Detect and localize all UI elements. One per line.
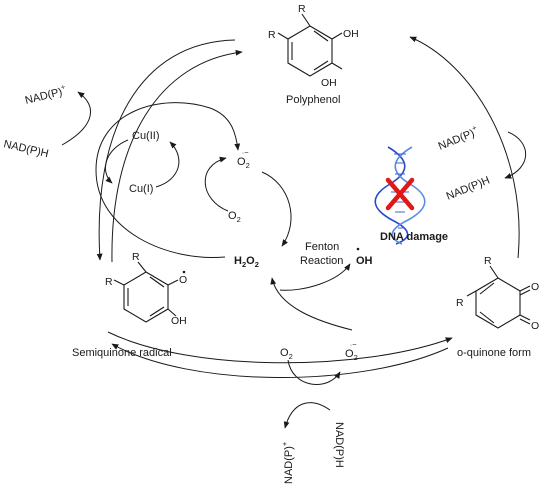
arrow-nadph-bottom	[283, 402, 331, 429]
arrow-quinone-to-polyphenol	[409, 36, 520, 259]
quinone-substituent-r2: R	[456, 297, 464, 309]
fenton-label-line1: Fenton	[305, 241, 339, 253]
copper-ii-label: Cu(II)	[132, 130, 160, 142]
arrow-quinone-to-semiquinone	[111, 343, 449, 378]
dna-damage-label: DNA damage	[380, 231, 448, 243]
polyphenol-structure	[277, 13, 343, 77]
quinone-carbonyl-1: O	[531, 281, 539, 293]
semiquinone-substituent-r1: R	[132, 251, 140, 263]
hydroxyl-radical-label: OH	[356, 255, 373, 267]
copper-i-label: Cu(I)	[129, 183, 153, 195]
arrow-o2-to-superoxide-top	[204, 156, 229, 212]
semiquinone-substituent-r2: R	[105, 276, 113, 288]
arrow-fenton-reaction	[279, 263, 351, 291]
arrow-polyphenol-to-semiquinone	[96, 39, 236, 261]
radical-dot-icon	[182, 270, 186, 274]
oxygen-top-label: O2	[228, 210, 241, 224]
quinone-carbonyl-2: O	[531, 320, 539, 332]
fenton-label-line2: Reaction	[300, 255, 343, 267]
cofactor-nadp-plus-bottom: NAD(P)+	[280, 441, 295, 484]
semiquinone-structure	[113, 261, 179, 323]
semiquinone-hydroxyl: OH	[171, 315, 187, 327]
semiquinone-label: Semiquinone radical	[72, 347, 172, 359]
radical-dot-icon	[356, 247, 360, 251]
polyphenol-substituent-r2: R	[268, 29, 276, 41]
arrow-semiquinone-to-polyphenol	[111, 49, 243, 263]
quinone-substituent-r1: R	[484, 255, 492, 267]
arrow-semiquinone-redox-curl	[95, 102, 241, 259]
oxygen-bottom-label: O2	[280, 347, 293, 361]
arrow-o2-to-superoxide-bottom	[287, 359, 341, 385]
cofactor-nadp-plus-top-left: NAD(P)+	[23, 82, 68, 107]
cross-mark-icon	[385, 177, 415, 211]
arrow-cu1-to-cu2	[155, 141, 180, 188]
arrow-semiquinone-to-quinone	[107, 331, 453, 364]
polyphenol-label: Polyphenol	[286, 94, 340, 106]
polyphenol-hydroxyl-1: OH	[343, 28, 359, 40]
semiquinone-radical-oxygen: O	[179, 274, 187, 286]
arrow-bottom-superoxide-to-h2o2	[270, 277, 353, 331]
superoxide-top-label: O2·−	[237, 148, 250, 170]
cofactor-nadp-plus-right: NAD(P)+	[436, 123, 481, 153]
cofactor-nadph-bottom: NAD(P)H	[333, 422, 345, 468]
superoxide-bottom-label: O2·−	[345, 340, 358, 362]
polyphenol-substituent-r1: R	[298, 3, 306, 15]
arrow-superoxide-to-h2o2	[261, 171, 292, 247]
hydrogen-peroxide-label: H2O2	[234, 255, 259, 269]
polyphenol-hydroxyl-2: OH	[321, 77, 337, 89]
cofactor-nadph-top-left: NAD(P)H	[2, 138, 49, 160]
arrow-cu2-to-cu1	[104, 139, 129, 184]
quinone-label: o-quinone form	[457, 347, 531, 359]
cofactor-nadph-right: NAD(P)H	[445, 174, 492, 202]
quinone-structure	[466, 265, 531, 329]
arrow-nadph-top-left	[61, 91, 92, 146]
arrow-nadph-right	[504, 131, 527, 179]
